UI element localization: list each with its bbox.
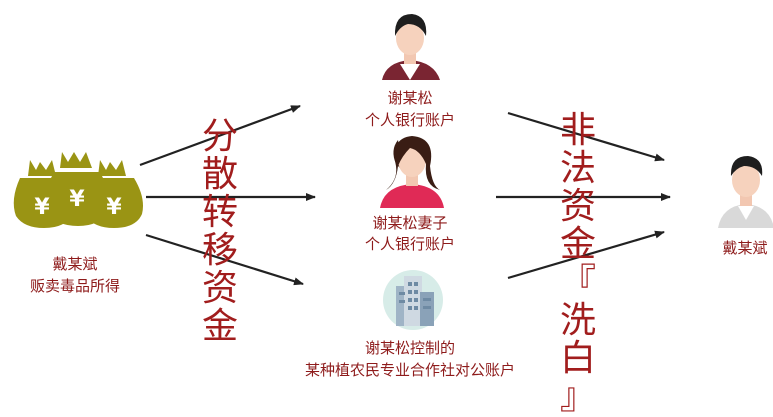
- account-2-desc: 个人银行账户: [364, 235, 455, 253]
- transfer-label-char: 转: [201, 192, 238, 233]
- transfer-label-char: 散: [201, 154, 238, 195]
- arrow-account-3-to-target: [507, 230, 665, 280]
- source-name: 戴某斌: [52, 255, 98, 273]
- arrows-layer: [139, 104, 671, 286]
- transfer-label-char: 资: [201, 268, 238, 309]
- arrow-source-to-account-1: [139, 104, 301, 167]
- laundering-label-char: 金: [559, 224, 596, 265]
- laundering-label-char: 洗: [559, 300, 596, 341]
- account-1-title: 谢某松: [387, 89, 433, 107]
- woman-avatar-icon: [380, 136, 444, 208]
- account-1-desc: 个人银行账户: [364, 111, 455, 129]
- account-3-title: 谢某松控制的: [364, 339, 455, 357]
- transfer-label-char: 金: [201, 306, 238, 347]
- laundering-label-char: 法: [559, 148, 596, 189]
- money-bags-yuan-icon: ¥ ¥ ¥: [13, 152, 143, 228]
- office-building-icon: [383, 270, 443, 330]
- laundering-label-char: 『: [559, 262, 596, 303]
- svg-text:¥: ¥: [69, 187, 85, 212]
- target-man-avatar-icon: [718, 156, 773, 228]
- transfer-label-char: 移: [201, 230, 238, 271]
- account-3-desc: 某种植农民专业合作社对公账户: [304, 361, 515, 379]
- svg-text:¥: ¥: [34, 195, 50, 220]
- laundering-label-char: 白: [559, 338, 596, 379]
- arrow-account-1-to-target: [507, 111, 665, 162]
- transfer-label-char: 分: [201, 116, 238, 157]
- step-label-transfer: 分散转移资金: [198, 118, 242, 346]
- svg-text:¥: ¥: [106, 195, 122, 220]
- target-name: 戴某斌: [722, 239, 768, 257]
- man-avatar-icon: [382, 14, 440, 80]
- account-2-title: 谢某松妻子: [372, 214, 448, 232]
- laundering-label-char: 非: [559, 110, 596, 151]
- laundering-label-char: 资: [559, 186, 596, 227]
- source-desc: 贩卖毒品所得: [29, 277, 120, 295]
- arrow-source-to-account-3: [145, 233, 304, 286]
